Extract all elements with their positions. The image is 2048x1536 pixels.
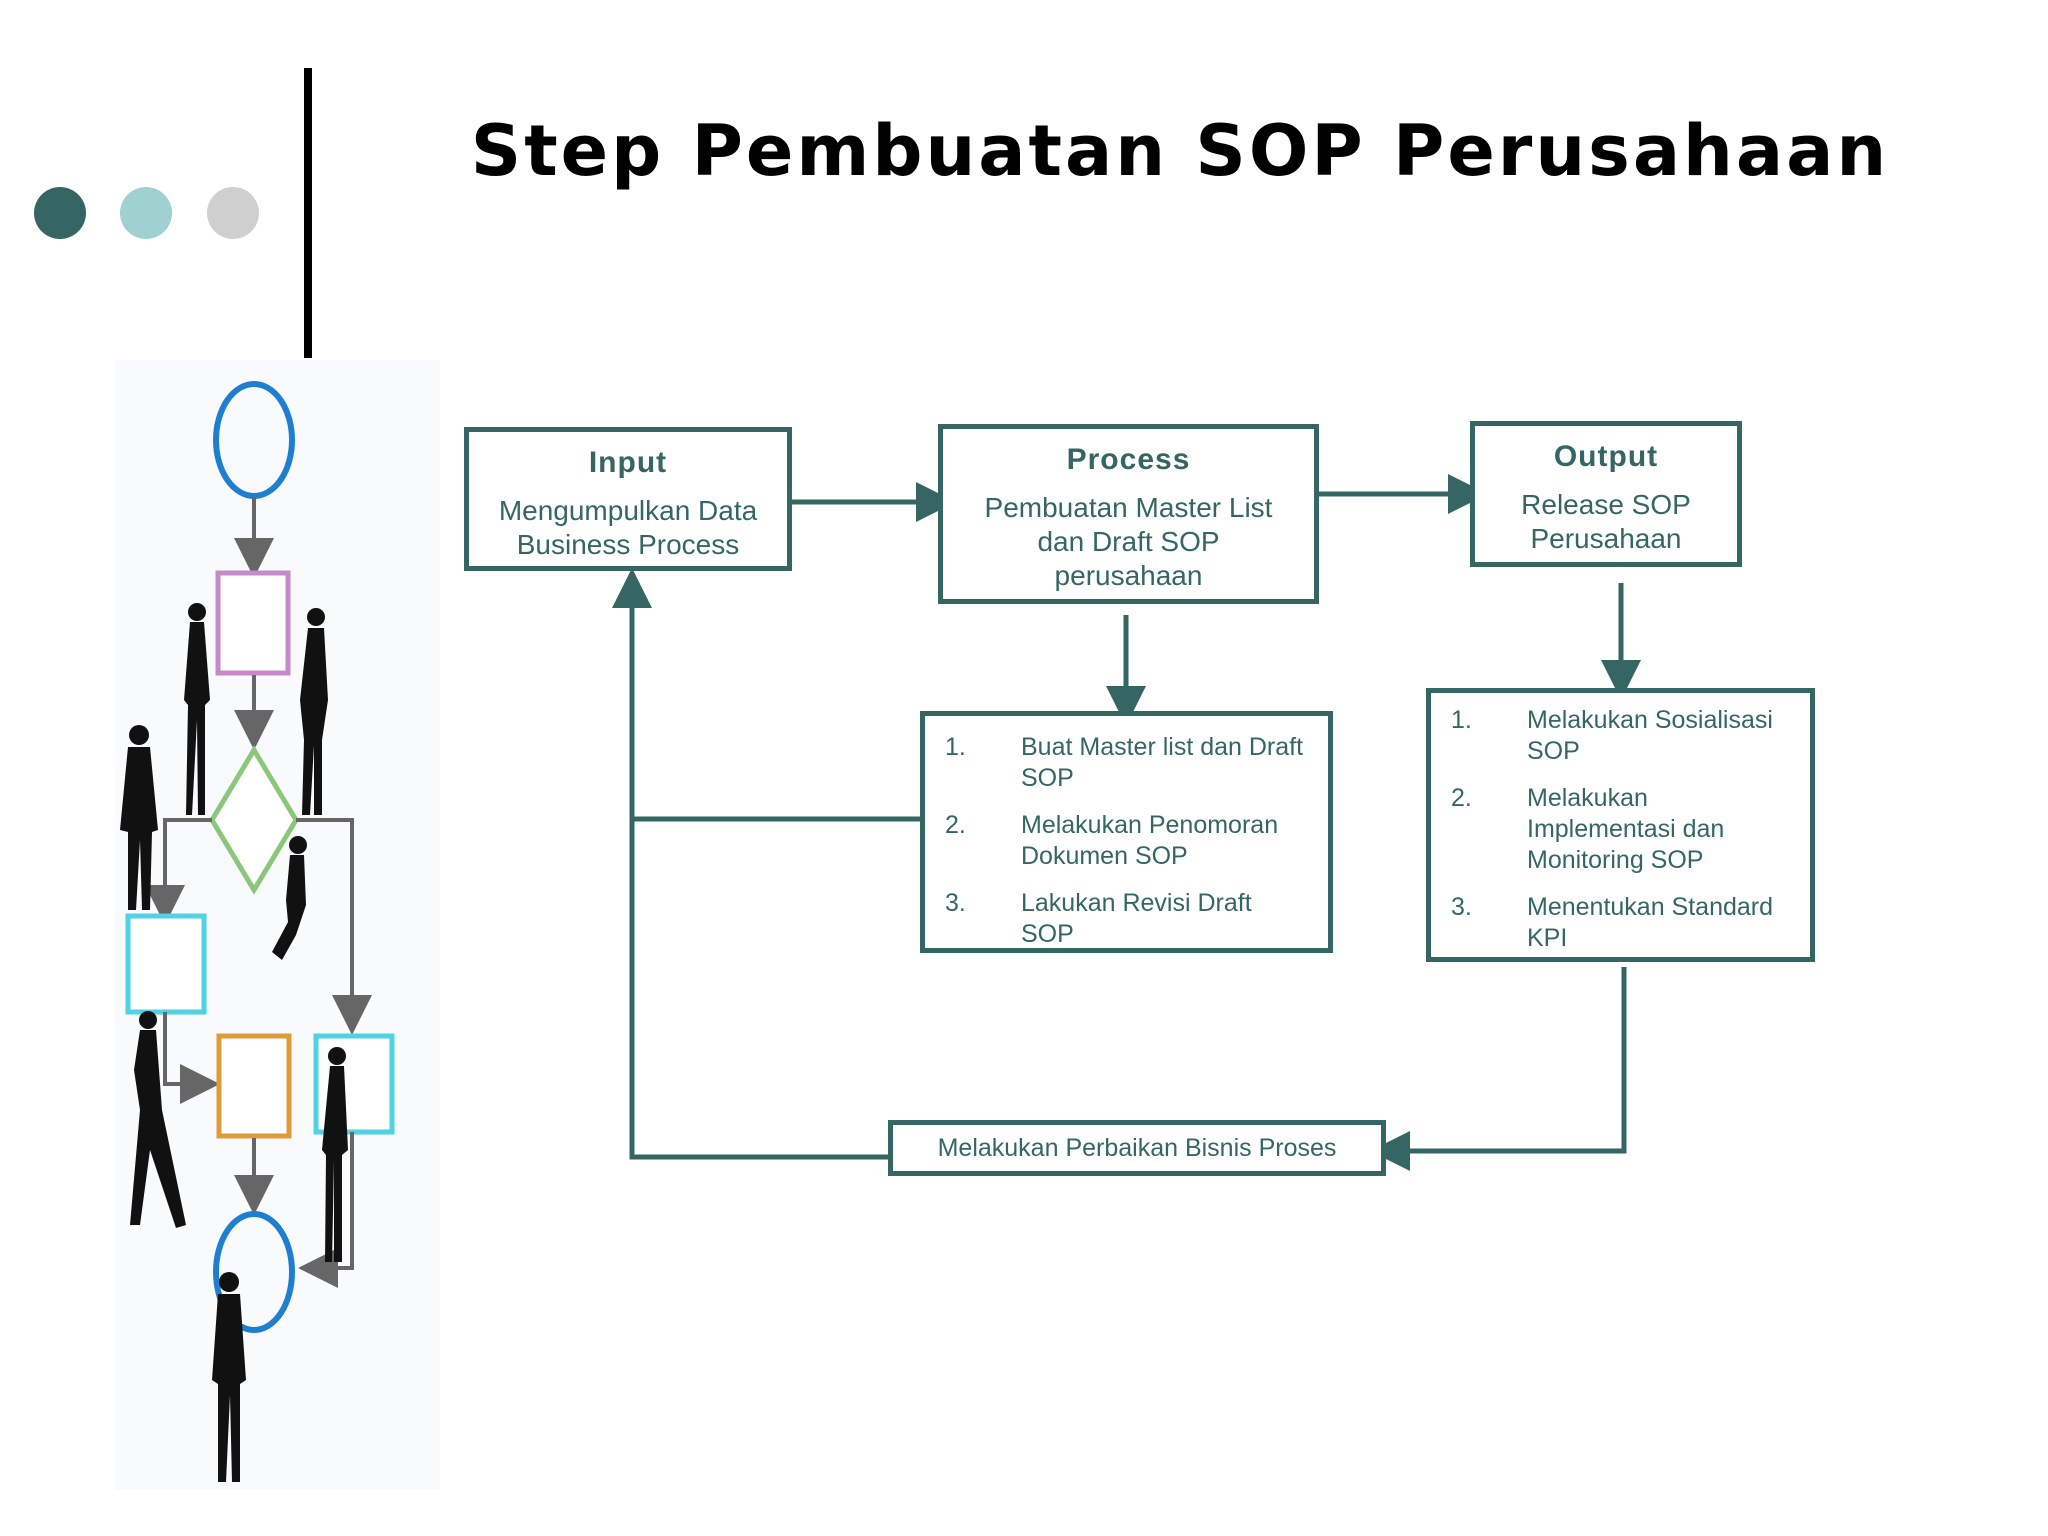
decorative-dot-dark [34,187,86,239]
cyan-square-left-icon [125,913,207,1015]
step-text-line1: Menentukan Standard [1527,893,1774,921]
output-text-line2: Perusahaan [1530,523,1682,554]
step-number: 3. [1451,893,1472,921]
start-circle-icon [213,381,295,499]
step-number: 1. [1451,706,1472,734]
step-number: 2. [945,811,966,839]
step-text-line1: Melakukan Penomoran [1021,811,1279,839]
step-number: 3. [945,889,966,917]
step-number: 1. [945,733,966,761]
step-text-line1: Lakukan Revisi Draft [1021,889,1252,917]
output-box: Output Release SOP Perusahaan [1470,421,1742,567]
end-circle-icon [213,1211,295,1333]
step-text-line2: KPI [1527,924,1568,952]
output-title: Output [1553,440,1659,473]
step-number: 2. [1451,784,1472,812]
process-title: Process [1066,443,1191,476]
input-text-line2: Business Process [516,529,740,560]
process-text-line1: Pembuatan Master List [984,492,1273,523]
orange-square-icon [216,1033,292,1139]
input-title: Input [588,446,668,479]
feedback-label: Melakukan Perbaikan Bisnis Proses [937,1134,1337,1162]
slide-title: Step Pembuatan SOP Perusahaan [470,110,1890,192]
input-box: Input Mengumpulkan Data Business Process [464,427,792,571]
step-text-line2: Dokumen SOP [1021,842,1188,870]
process-text-line3: perusahaan [1054,560,1203,591]
step-text-line1: Melakukan Sosialisasi [1527,706,1773,734]
decorative-dot-teal [120,187,172,239]
step-text-line3: Monitoring SOP [1527,846,1704,874]
arrow-output-steps-to-feedback [1370,967,1627,1171]
step-text-line1: Buat Master list dan Draft [1021,733,1304,761]
input-text-line1: Mengumpulkan Data [498,495,758,526]
process-box: Process Pembuatan Master List dan Draft … [938,424,1319,604]
people-silhouettes-icon [120,603,348,1482]
step-text-line1: Melakukan [1527,784,1648,812]
process-text-line2: dan Draft SOP [1037,526,1220,557]
arrow-feedback-to-input [612,568,890,1160]
decorative-vertical-bar [304,68,312,358]
step-text-line2: Implementasi dan [1527,815,1725,843]
decorative-dot-gray [207,187,259,239]
output-text-line1: Release SOP [1521,489,1691,520]
feedback-box: Melakukan Perbaikan Bisnis Proses [888,1120,1386,1176]
decision-diamond-icon [209,745,299,895]
process-square-icon [215,570,291,676]
step-text-line2: SOP [1021,920,1074,948]
step-text-line2: SOP [1021,764,1074,792]
step-text-line2: SOP [1527,737,1580,765]
